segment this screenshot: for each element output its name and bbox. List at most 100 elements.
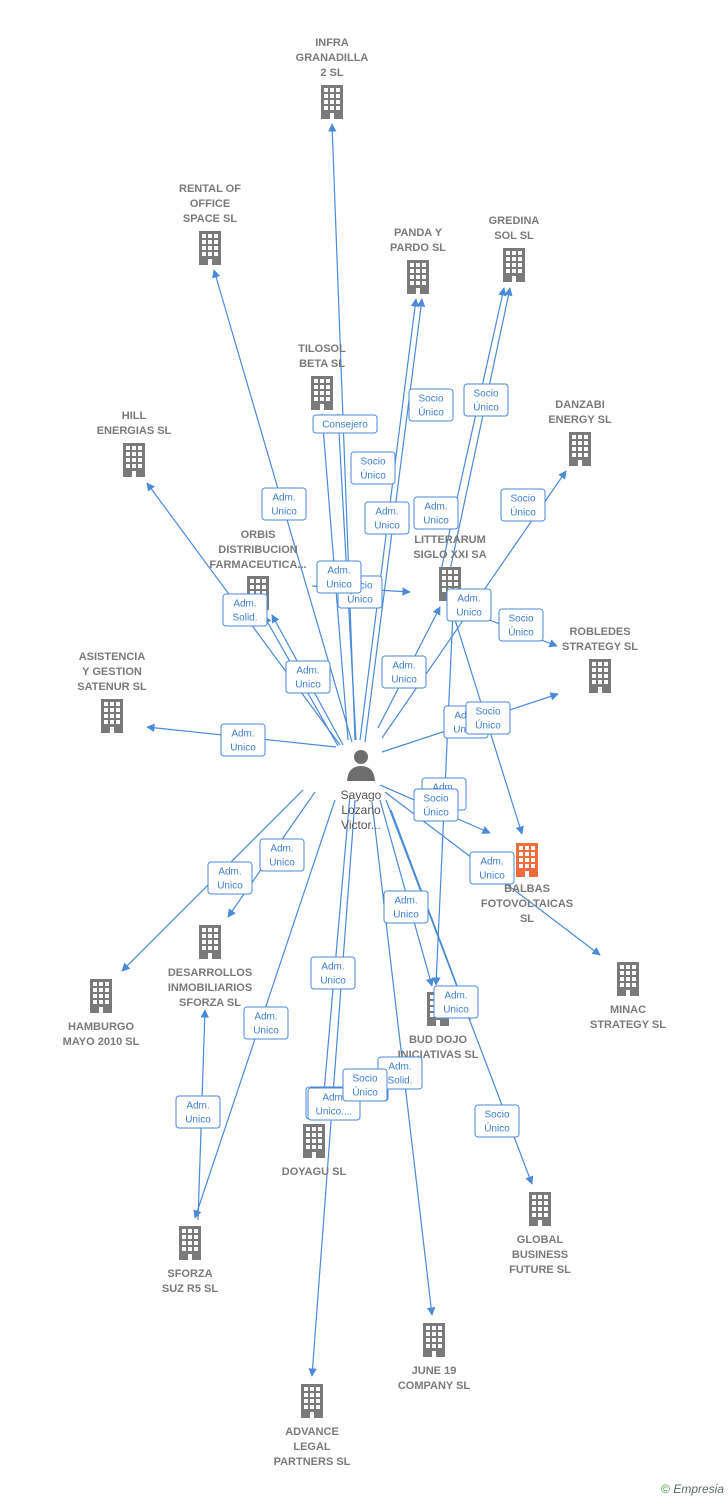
company-label[interactable]: MINAC (610, 1004, 646, 1016)
company-label[interactable]: Y GESTION (82, 666, 142, 678)
company-label[interactable]: GREDINA (489, 215, 540, 227)
building-icon[interactable] (569, 432, 591, 466)
company-label[interactable]: BUSINESS (512, 1249, 568, 1261)
relation-badge[interactable]: Adm.Unico (364, 501, 410, 535)
company-node-advance[interactable]: ADVANCE LEGAL PARTNERS SL (274, 1384, 351, 1468)
building-icon[interactable] (589, 659, 611, 693)
building-icon[interactable] (199, 925, 221, 959)
company-node-minac[interactable]: MINAC STRATEGY SL (590, 962, 666, 1031)
company-label[interactable]: PARTNERS SL (274, 1456, 351, 1468)
company-label[interactable]: STRATEGY SL (590, 1019, 666, 1031)
company-label[interactable]: SFORZA SL (179, 997, 241, 1009)
person-name[interactable]: Lozano (341, 803, 381, 817)
building-icon[interactable] (311, 376, 333, 410)
building-icon[interactable] (303, 1124, 325, 1158)
company-node-global[interactable]: GLOBAL BUSINESS FUTURE SL (509, 1192, 571, 1276)
relation-badge[interactable]: Adm.Unico (413, 496, 459, 530)
relation-badge[interactable]: Adm.Unico (261, 487, 307, 521)
company-label[interactable]: ADVANCE (285, 1426, 339, 1438)
company-label[interactable]: MAYO 2010 SL (63, 1036, 140, 1048)
building-icon[interactable] (301, 1384, 323, 1418)
relation-badge[interactable]: Adm.Unico (469, 851, 515, 885)
building-icon[interactable] (90, 979, 112, 1013)
relation-badge[interactable]: Adm.Solid. (222, 593, 268, 627)
company-node-rental[interactable]: RENTAL OF OFFICE SPACE SL (179, 183, 241, 265)
building-icon[interactable] (101, 699, 123, 733)
relation-badge[interactable]: Consejero (312, 414, 378, 434)
building-icon[interactable] (199, 231, 221, 265)
company-label[interactable]: LEGAL (293, 1441, 331, 1453)
relation-badge[interactable]: Adm.Unico (259, 838, 305, 872)
company-label[interactable]: SPACE SL (183, 213, 237, 225)
company-label[interactable]: FUTURE SL (509, 1264, 571, 1276)
relation-badge[interactable]: Adm.Unico (383, 890, 429, 924)
company-node-asistencia[interactable]: ASISTENCIA Y GESTION SATENUR SL (77, 651, 147, 733)
company-label[interactable]: ENERGIAS SL (97, 425, 172, 437)
company-label[interactable]: PARDO SL (390, 242, 446, 254)
relation-badge[interactable]: Adm.Unico (220, 723, 266, 757)
relation-badge[interactable]: Adm.Unico (310, 956, 356, 990)
company-label[interactable]: ASISTENCIA (79, 651, 146, 663)
company-node-orbis[interactable]: ORBIS DISTRIBUCION FARMACEUTICA... (209, 529, 307, 610)
relation-badge[interactable]: Adm.Unico (243, 1006, 289, 1040)
company-label[interactable]: ENERGY SL (548, 414, 612, 426)
company-node-litterarum[interactable]: SLITTERARUMSIGLO XXI SA (413, 519, 487, 601)
company-label[interactable]: COMPANY SL (398, 1380, 471, 1392)
company-label[interactable]: SOL SL (494, 230, 534, 242)
company-node-tilosol[interactable]: TILOSOL BETA SL (298, 343, 346, 410)
building-icon[interactable] (516, 843, 538, 877)
relation-badge[interactable]: Adm.Unico (316, 560, 362, 594)
company-label[interactable]: DOYAGU SL (282, 1166, 347, 1178)
company-label[interactable]: STRATEGY SL (562, 641, 638, 653)
building-icon[interactable] (503, 248, 525, 282)
relation-badge[interactable]: Adm.Unico (446, 588, 492, 622)
company-label[interactable]: GLOBAL (517, 1234, 564, 1246)
company-label[interactable]: HAMBURGO (68, 1021, 134, 1033)
building-icon[interactable] (179, 1226, 201, 1260)
company-label[interactable]: BUD DOJO (409, 1034, 468, 1046)
company-label[interactable]: RENTAL OF (179, 183, 241, 195)
company-label[interactable]: ROBLEDES (569, 626, 630, 638)
building-icon[interactable] (407, 260, 429, 294)
company-label[interactable]: SATENUR SL (77, 681, 147, 693)
company-label[interactable]: DESARROLLOS (168, 967, 252, 979)
company-label[interactable]: DISTRIBUCION (218, 544, 298, 556)
company-label[interactable]: BALBAS (504, 883, 550, 895)
company-label[interactable]: BETA SL (299, 358, 345, 370)
person-name[interactable]: Sayago (341, 788, 382, 802)
company-label[interactable]: TILOSOL (298, 343, 346, 355)
company-label[interactable]: OFFICE (190, 198, 230, 210)
company-label[interactable]: JUNE 19 (412, 1365, 457, 1377)
relation-badge[interactable]: Adm.Unico (207, 861, 253, 895)
building-icon[interactable] (123, 443, 145, 477)
company-label[interactable]: FARMACEUTICA... (209, 559, 306, 571)
company-node-doyagu[interactable]: DOYAGU SL (282, 1124, 347, 1178)
company-label[interactable]: SL (520, 913, 534, 925)
building-icon[interactable] (321, 85, 343, 119)
relation-badge[interactable]: Adm.Unico (381, 655, 427, 689)
company-node-gredina[interactable]: GREDINA SOL SL (489, 215, 540, 282)
company-label[interactable]: ORBIS (241, 529, 276, 541)
building-icon[interactable] (529, 1192, 551, 1226)
company-label[interactable]: SUZ R5 SL (162, 1283, 219, 1295)
company-label[interactable]: PANDA Y (394, 227, 443, 239)
company-label[interactable]: 2 SL (320, 67, 344, 79)
company-node-june[interactable]: JUNE 19 COMPANY SL (398, 1323, 471, 1392)
relation-badge[interactable]: Adm.Unico (175, 1095, 221, 1129)
person-icon[interactable] (347, 750, 375, 781)
company-label[interactable]: SIGLO XXI SA (413, 549, 486, 561)
company-node-hamburgo[interactable]: HAMBURGO MAYO 2010 SL (63, 979, 140, 1048)
company-label[interactable]: INMOBILIARIOS (168, 982, 252, 994)
